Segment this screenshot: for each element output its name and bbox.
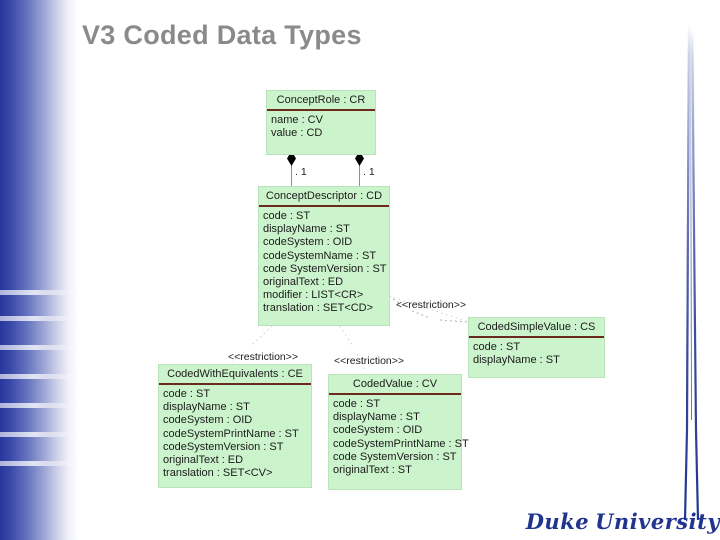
uml-attribute: code SystemVersion : ST bbox=[333, 450, 457, 463]
uml-attribute: originalText : ED bbox=[263, 276, 344, 289]
logo-word-university: University bbox=[595, 509, 720, 534]
deco-stripe bbox=[0, 290, 78, 295]
logo-word-duke: Duke bbox=[525, 509, 590, 534]
uml-attribute: codeSystem : OID bbox=[163, 414, 253, 427]
uml-attribute: codeSystem : OID bbox=[263, 236, 353, 249]
stereotype-label-coded-value: <<restriction>> bbox=[334, 355, 405, 367]
uml-attribute-list: code : ST displayName : ST codeSystem : … bbox=[159, 385, 311, 484]
uml-attribute-list: code : ST displayName : ST bbox=[469, 338, 604, 371]
uml-class-title: CodedWithEquivalents : CE bbox=[159, 365, 311, 385]
uml-attribute: code : ST bbox=[333, 398, 381, 410]
uml-attribute: displayName : ST bbox=[263, 223, 350, 236]
uml-attribute-list: code : ST displayName : ST codeSystem : … bbox=[329, 395, 469, 481]
uml-attribute: codeSystemPrintName : ST bbox=[333, 437, 469, 450]
uml-attribute-list: code : ST displayName : ST codeSystem : … bbox=[259, 207, 389, 320]
uml-class-title: ConceptRole : CR bbox=[267, 91, 375, 111]
uml-attribute: codeSystemVersion : ST bbox=[163, 440, 284, 453]
uml-attribute: originalText : ED bbox=[163, 454, 244, 467]
uml-attribute: code SystemVersion : ST bbox=[263, 262, 387, 275]
uml-class-title: ConceptDescriptor : CD bbox=[259, 187, 389, 207]
uml-class-concept-descriptor[interactable]: ConceptDescriptor : CD code : ST display… bbox=[258, 186, 390, 326]
uml-attribute: displayName : ST bbox=[473, 354, 560, 367]
uml-attribute: codeSystemPrintName : ST bbox=[163, 427, 299, 440]
uml-attribute: modifier : LIST<CR> bbox=[263, 289, 364, 302]
uml-class-title: CodedValue : CV bbox=[329, 375, 461, 395]
uml-attribute: code : ST bbox=[163, 388, 211, 400]
uml-class-coded-value[interactable]: CodedValue : CV code : ST displayName : … bbox=[328, 374, 469, 490]
deco-stripe bbox=[0, 345, 78, 350]
stereotype-label-coded-with-equivalents: <<restriction>> bbox=[228, 351, 299, 363]
deco-stripe bbox=[0, 374, 78, 379]
uml-class-coded-with-equivalents[interactable]: CodedWithEquivalents : CE code : ST disp… bbox=[158, 364, 312, 488]
multiplicity-name: . 1 bbox=[295, 166, 307, 178]
uml-attribute: displayName : ST bbox=[333, 411, 420, 424]
page-title: V3 Coded Data Types bbox=[82, 20, 362, 50]
uml-attribute: translation : SET<CD> bbox=[263, 302, 374, 315]
uml-attribute: originalText : ST bbox=[333, 464, 412, 477]
uml-attribute: name : CV bbox=[271, 114, 323, 126]
uml-attribute-list: name : CV value : CD bbox=[267, 111, 375, 144]
aggregation-diamond-value bbox=[355, 151, 364, 166]
stereotype-label-coded-simple-value: <<restriction>> bbox=[396, 299, 467, 311]
left-gradient-decoration bbox=[0, 0, 78, 540]
aggregation-line-name bbox=[291, 156, 292, 186]
uml-attribute: code : ST bbox=[473, 341, 521, 353]
multiplicity-value: . 1 bbox=[363, 166, 375, 178]
uml-attribute: codeSystemName : ST bbox=[263, 249, 377, 262]
uml-attribute: displayName : ST bbox=[163, 401, 250, 414]
uml-class-coded-simple-value[interactable]: CodedSimpleValue : CS code : ST displayN… bbox=[468, 317, 605, 378]
deco-stripe bbox=[0, 403, 78, 408]
deco-stripe bbox=[0, 316, 78, 321]
deco-stripe bbox=[0, 461, 78, 466]
uml-attribute: code : ST bbox=[263, 210, 311, 222]
uml-attribute: value : CD bbox=[271, 127, 323, 140]
uml-attribute: codeSystem : OID bbox=[333, 424, 423, 437]
aggregation-line-value bbox=[359, 156, 360, 186]
aggregation-diamond-name bbox=[287, 151, 296, 166]
deco-stripe bbox=[0, 432, 78, 437]
uml-class-concept-role[interactable]: ConceptRole : CR name : CV value : CD bbox=[266, 90, 376, 155]
uml-class-title: CodedSimpleValue : CS bbox=[469, 318, 604, 338]
uml-attribute: translation : SET<CV> bbox=[163, 467, 273, 480]
